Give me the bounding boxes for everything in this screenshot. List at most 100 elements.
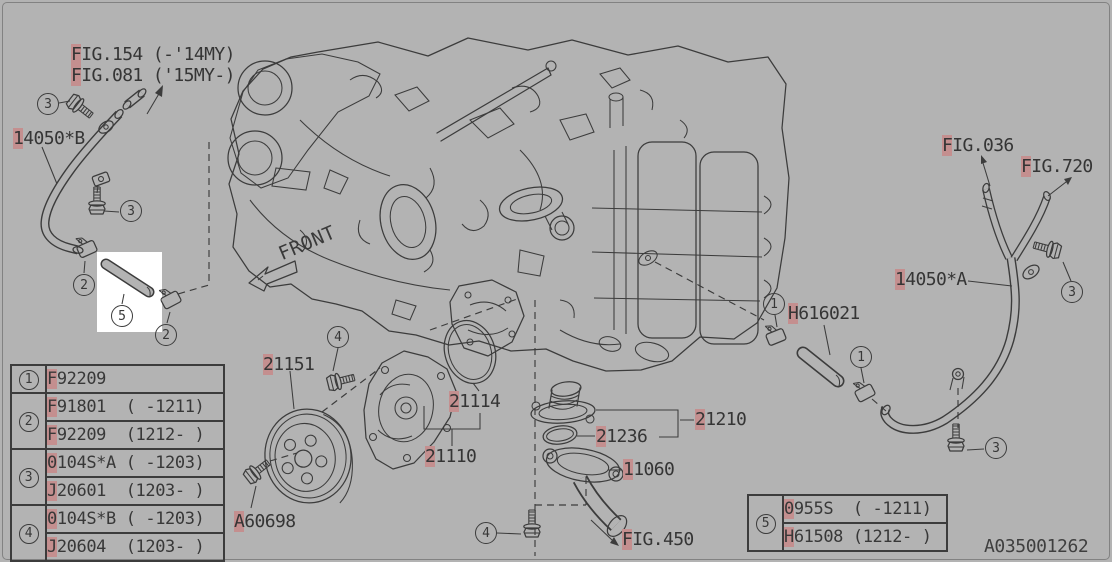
- legend-callout-1: 1: [18, 369, 39, 390]
- callout-3[interactable]: 3: [120, 200, 142, 222]
- highlight-char: F: [47, 425, 57, 445]
- highlight-char: F: [47, 397, 57, 417]
- legend-table-right: 5 0955S ( -1211) H61508 (1212- ): [747, 494, 948, 552]
- part-number-cell[interactable]: F92209: [45, 364, 225, 394]
- label-text: 616021: [798, 303, 860, 324]
- label-21151[interactable]: 21151: [263, 354, 315, 375]
- label-text: 1060: [633, 459, 675, 480]
- pulley-21151[interactable]: [259, 403, 358, 512]
- water-outlet-11060[interactable]: [542, 443, 630, 540]
- part-number: 20601 (1203- ): [56, 481, 205, 501]
- label-fig450[interactable]: FIG.450: [622, 529, 694, 550]
- part-number-cell[interactable]: 0104S*A ( -1203): [45, 448, 225, 478]
- label-text: 60698: [244, 511, 296, 532]
- legend-callout-5: 5: [755, 513, 776, 534]
- callout-2[interactable]: 2: [155, 324, 177, 346]
- pipe-14050b[interactable]: [40, 87, 147, 255]
- label-21114[interactable]: 21114: [449, 391, 501, 412]
- part-number: 92209: [56, 369, 107, 389]
- part-number-cell[interactable]: J20601 (1203- ): [45, 476, 225, 506]
- legend-num-cell: 5: [747, 494, 784, 552]
- label-14050a[interactable]: 14050*A: [895, 269, 967, 290]
- callout-4[interactable]: 4: [475, 522, 497, 544]
- callout-5[interactable]: 5: [111, 305, 133, 327]
- callout-4[interactable]: 4: [327, 326, 349, 348]
- highlight-char: 2: [425, 446, 436, 467]
- highlight-char: H: [784, 527, 794, 547]
- fig-reference-arrows: [146, 85, 1072, 546]
- highlight-char: 1: [13, 128, 24, 149]
- part-number-cell[interactable]: J20604 (1203- ): [45, 532, 225, 562]
- label-h616021[interactable]: H616021: [788, 303, 860, 324]
- legend-callout-3: 3: [18, 467, 39, 488]
- legend-num-cell: 1: [10, 364, 47, 394]
- part-number-cell[interactable]: 0104S*B ( -1203): [45, 504, 225, 534]
- label-text: 1210: [705, 409, 747, 430]
- legend-num-cell: 4: [10, 504, 47, 562]
- label-21236[interactable]: 21236: [596, 426, 648, 447]
- engine-sketch: [227, 37, 790, 372]
- highlight-char: 1: [623, 459, 634, 480]
- pipe-14050a[interactable]: [880, 182, 1051, 434]
- callout-2[interactable]: 2: [73, 274, 95, 296]
- highlight-char: F: [942, 135, 953, 156]
- highlight-char: F: [71, 65, 82, 86]
- label-11060[interactable]: 11060: [623, 459, 675, 480]
- label-text: 4050*B: [23, 128, 85, 149]
- label-text: IG.720: [1031, 156, 1093, 177]
- part-number: 61508 (1212- ): [793, 527, 932, 547]
- highlight-char: H: [788, 303, 799, 324]
- label-text: IG.450: [632, 529, 694, 550]
- part-number-cell[interactable]: H61508 (1212- ): [782, 522, 948, 552]
- highlight-char: J: [47, 537, 57, 557]
- highlight-char: F: [622, 529, 633, 550]
- gasket-21114[interactable]: [436, 314, 503, 390]
- highlight-char: 1: [895, 269, 906, 290]
- label-fig720[interactable]: FIG.720: [1021, 156, 1093, 177]
- label-fig036[interactable]: FIG.036: [942, 135, 1014, 156]
- label-text: 1151: [273, 354, 315, 375]
- highlight-char: 0: [47, 509, 57, 529]
- part-number-cell[interactable]: F91801 ( -1211): [45, 392, 225, 422]
- front-direction-label: FRONT: [275, 221, 339, 265]
- legend-num-cell: 2: [10, 392, 47, 450]
- part-number: 20604 (1203- ): [56, 537, 205, 557]
- label-text: IG.081 ('15MY-): [81, 65, 235, 86]
- highlight-char: F: [1021, 156, 1032, 177]
- callout-1[interactable]: 1: [850, 346, 872, 368]
- label-fig081[interactable]: FIG.081 ('15MY-): [71, 65, 235, 86]
- label-text: 1114: [459, 391, 501, 412]
- callout-1[interactable]: 1: [763, 293, 785, 315]
- part-number-cell[interactable]: F92209 (1212- ): [45, 420, 225, 450]
- highlight-char: J: [47, 481, 57, 501]
- highlight-char: F: [47, 369, 57, 389]
- legend-callout-4: 4: [18, 523, 39, 544]
- label-21210[interactable]: 21210: [695, 409, 747, 430]
- label-fig154[interactable]: FIG.154 (-'14MY): [71, 44, 235, 65]
- callout-3[interactable]: 3: [1061, 281, 1083, 303]
- hose-h616021[interactable]: [796, 346, 845, 388]
- callout-3[interactable]: 3: [985, 437, 1007, 459]
- highlight-char: 2: [449, 391, 460, 412]
- label-text: IG.154 (-'14MY): [81, 44, 235, 65]
- label-text: 4050*A: [905, 269, 967, 290]
- label-text: 1110: [435, 446, 477, 467]
- label-21110[interactable]: 21110: [425, 446, 477, 467]
- label-a60698[interactable]: A60698: [234, 511, 296, 532]
- part-number-cell[interactable]: 0955S ( -1211): [782, 494, 948, 524]
- thermostat-21210[interactable]: [530, 380, 596, 425]
- highlight-char: 0: [784, 499, 794, 519]
- part-number: 92209 (1212- ): [56, 425, 205, 445]
- highlight-char: 2: [263, 354, 274, 375]
- front-arrow-icon: [248, 260, 298, 292]
- label-14050b[interactable]: 14050*B: [13, 128, 85, 149]
- highlight-char: F: [71, 44, 82, 65]
- oring-21236[interactable]: [542, 424, 578, 447]
- callout-3[interactable]: 3: [37, 93, 59, 115]
- legend-num-cell: 3: [10, 448, 47, 506]
- highlight-char: 2: [695, 409, 706, 430]
- part-number: 955S ( -1211): [793, 499, 932, 519]
- legend-table-left: 1 F92209 2 F91801 ( -1211) F92209 (1212-…: [10, 364, 225, 562]
- part-number: 104S*B ( -1203): [56, 509, 205, 529]
